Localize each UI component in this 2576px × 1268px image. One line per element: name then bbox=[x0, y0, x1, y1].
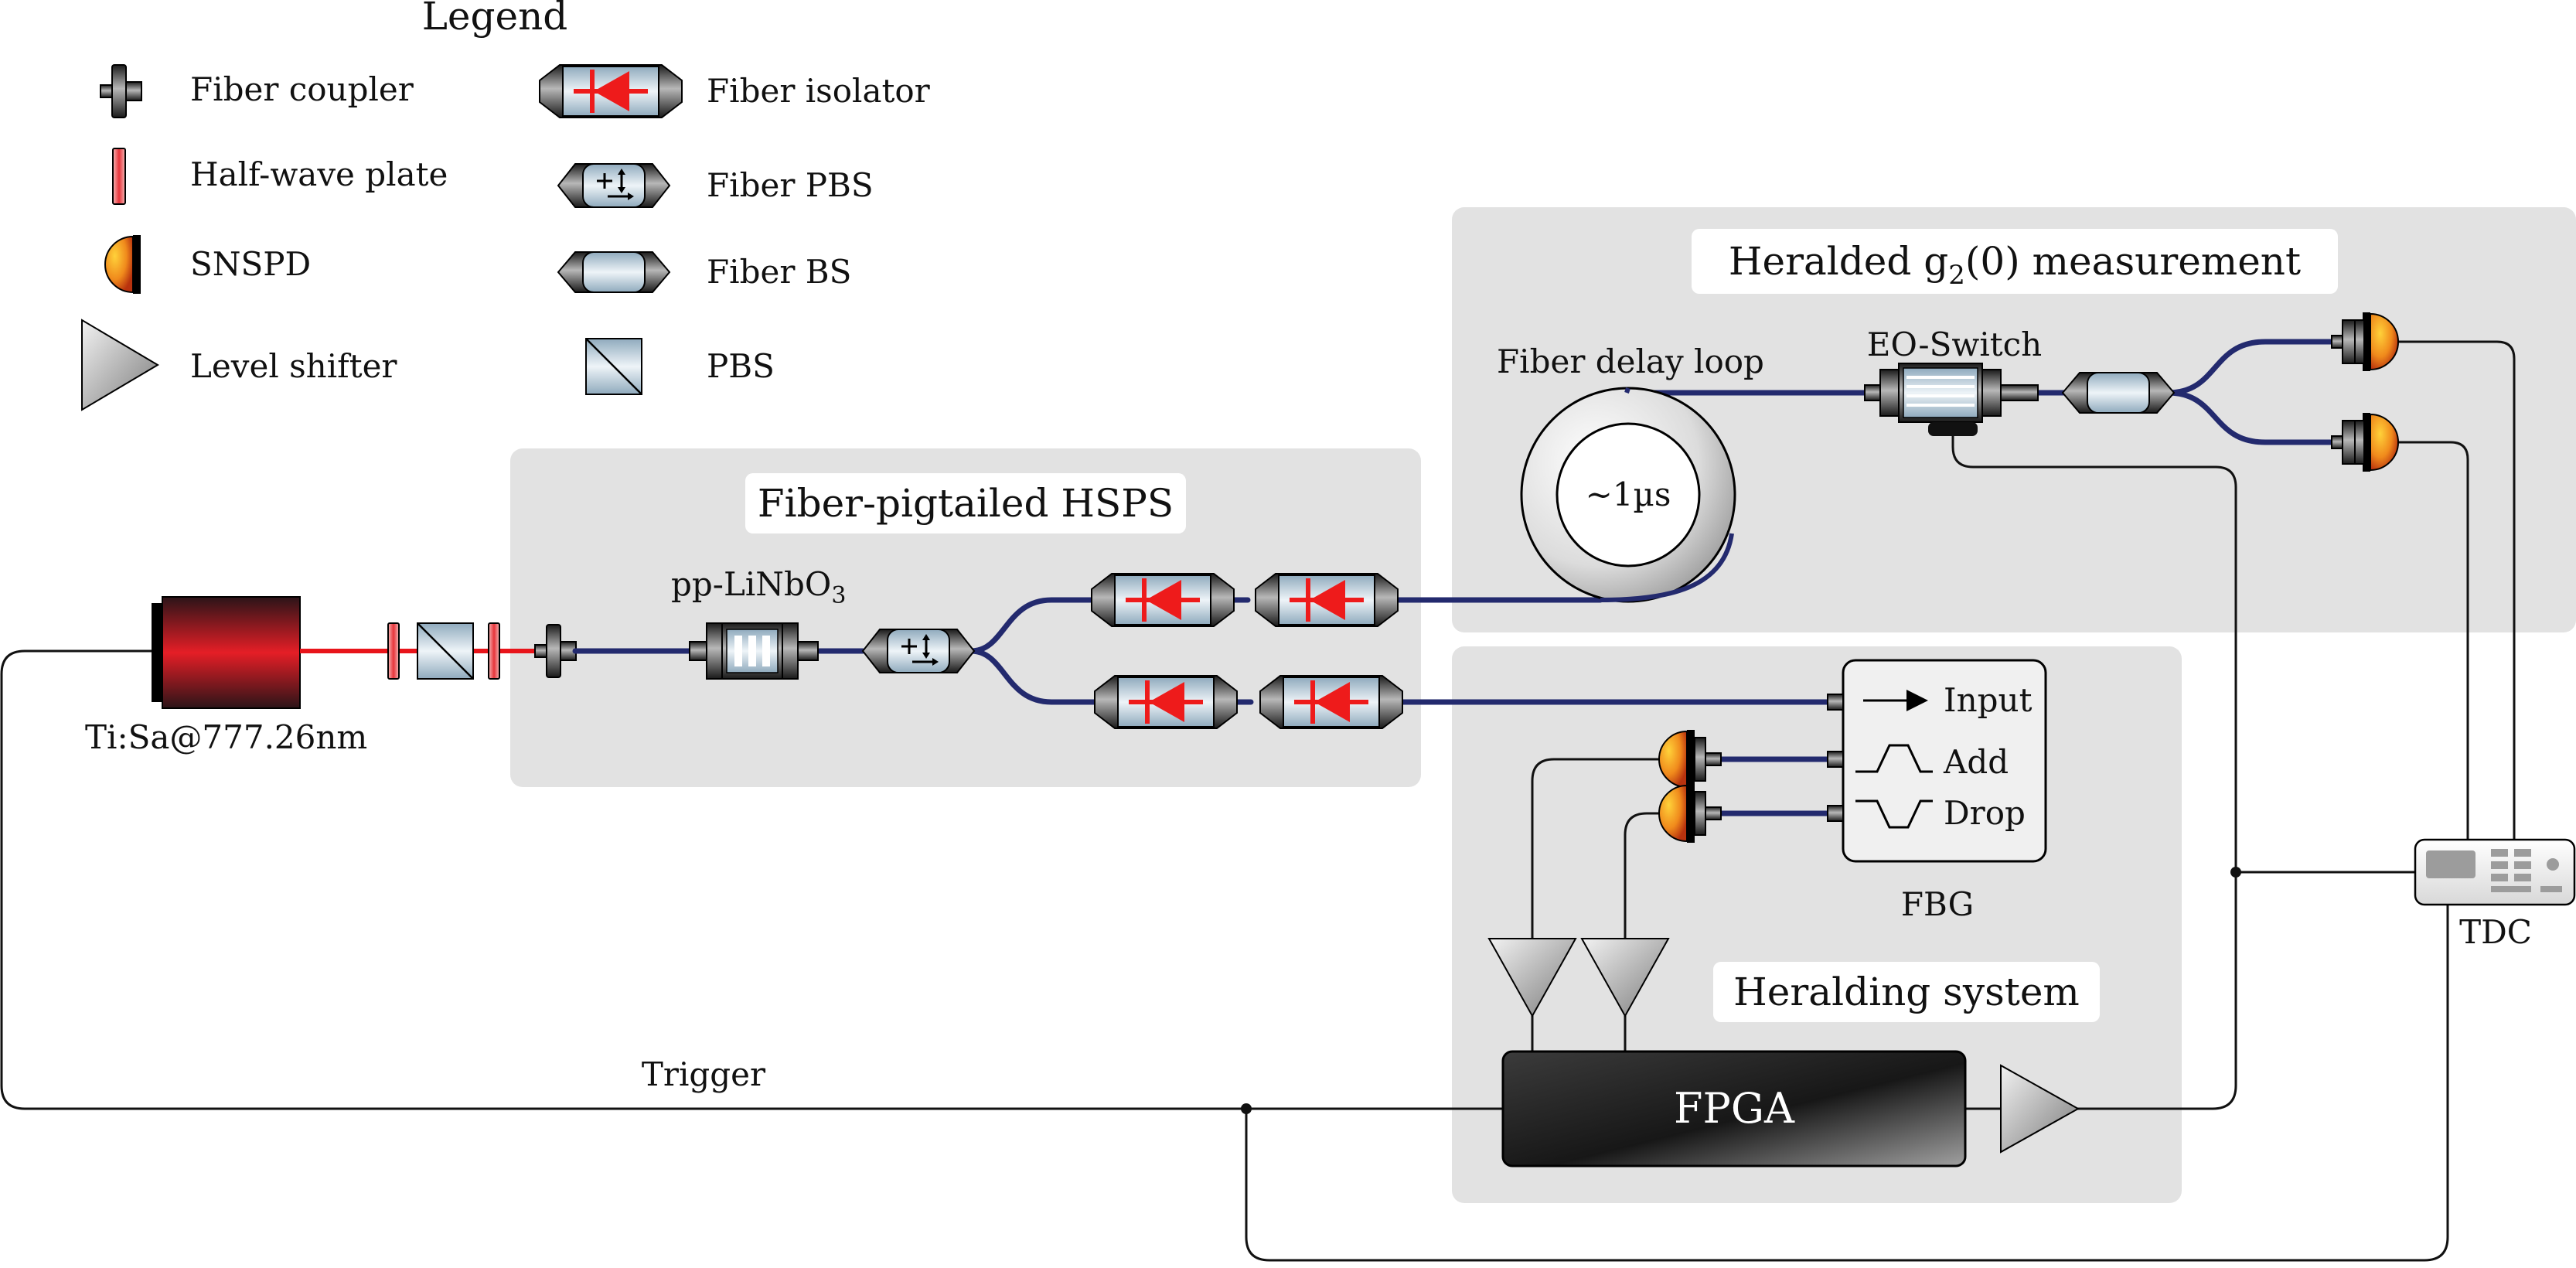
tdc-label: TDC bbox=[2459, 913, 2532, 951]
legend-label-pbs: PBS bbox=[707, 347, 775, 385]
legend-label-fiber-isolator: Fiber isolator bbox=[707, 72, 931, 110]
legend-label-fiber-pbs: Fiber PBS bbox=[707, 166, 874, 204]
snspd bbox=[1658, 729, 1722, 789]
level-shifter bbox=[2000, 1064, 2080, 1154]
legend-label-half-wave-plate: Half-wave plate bbox=[190, 155, 448, 193]
laser-label: Ti:Sa@777.26nm bbox=[85, 718, 367, 756]
fbg-label: FBG bbox=[1901, 885, 1974, 923]
tdc bbox=[2414, 838, 2576, 906]
fpga-label: FPGA bbox=[1674, 1084, 1795, 1133]
legend-label-fiber-coupler: Fiber coupler bbox=[190, 70, 414, 108]
snspd bbox=[2331, 412, 2399, 472]
fiber-isolator bbox=[1092, 574, 1234, 626]
half-wave-plate-icon bbox=[112, 148, 126, 205]
half-wave-plate bbox=[488, 622, 500, 680]
electrical-wiring bbox=[0, 340, 2516, 1262]
fbg bbox=[1827, 659, 2047, 863]
snspd-icon bbox=[104, 234, 141, 295]
delay-loop-label: Fiber delay loop bbox=[1497, 343, 1764, 380]
fiber-isolator bbox=[1095, 676, 1237, 728]
eo-switch bbox=[1864, 363, 2039, 436]
pp-linbo3-crystal bbox=[689, 622, 819, 680]
fbg-input-label: Input bbox=[1944, 681, 2033, 719]
fiber-delay-loop bbox=[1520, 387, 1736, 603]
legend-title: Legend bbox=[422, 0, 568, 39]
fiber-coupler-icon bbox=[100, 64, 142, 118]
fpga bbox=[1501, 1050, 1967, 1167]
hsps-title: Fiber-pigtailed HSPS bbox=[758, 481, 1174, 526]
legend-label-snspd: SNSPD bbox=[190, 245, 311, 283]
legend-label-level-shifter: Level shifter bbox=[190, 347, 397, 385]
eo-switch-label: EO-Switch bbox=[1867, 326, 2042, 363]
fibers bbox=[572, 339, 2341, 816]
fiber-pbs bbox=[861, 628, 976, 674]
snspd bbox=[1658, 783, 1722, 844]
pbs bbox=[417, 622, 474, 680]
fiber-isolator bbox=[1256, 574, 1398, 626]
g2-title: Heralded g2(0) measurement bbox=[1729, 239, 2301, 291]
fbg-add-label: Add bbox=[1943, 743, 2009, 781]
fiber-bs bbox=[2062, 372, 2175, 414]
g2-box bbox=[1452, 207, 2576, 632]
laser bbox=[152, 596, 301, 709]
fbg-drop-label: Drop bbox=[1944, 794, 2026, 832]
trigger-label: Trigger bbox=[642, 1055, 766, 1093]
half-wave-plate bbox=[387, 622, 400, 680]
fiber-bs-icon bbox=[557, 251, 670, 293]
fiber-isolator bbox=[1260, 676, 1402, 728]
fiber-pbs-icon bbox=[557, 162, 671, 209]
crystal-label: pp-LiNbO3 bbox=[671, 565, 846, 609]
heralding-title: Heralding system bbox=[1733, 970, 2080, 1014]
level-shifter-icon bbox=[81, 319, 159, 411]
snspd bbox=[2331, 312, 2399, 372]
legend-label-fiber-bs: Fiber BS bbox=[707, 253, 851, 291]
delay-time-label: ~1µs bbox=[1586, 476, 1671, 513]
pbs-icon bbox=[585, 338, 642, 395]
fiber-isolator-icon bbox=[540, 65, 682, 118]
